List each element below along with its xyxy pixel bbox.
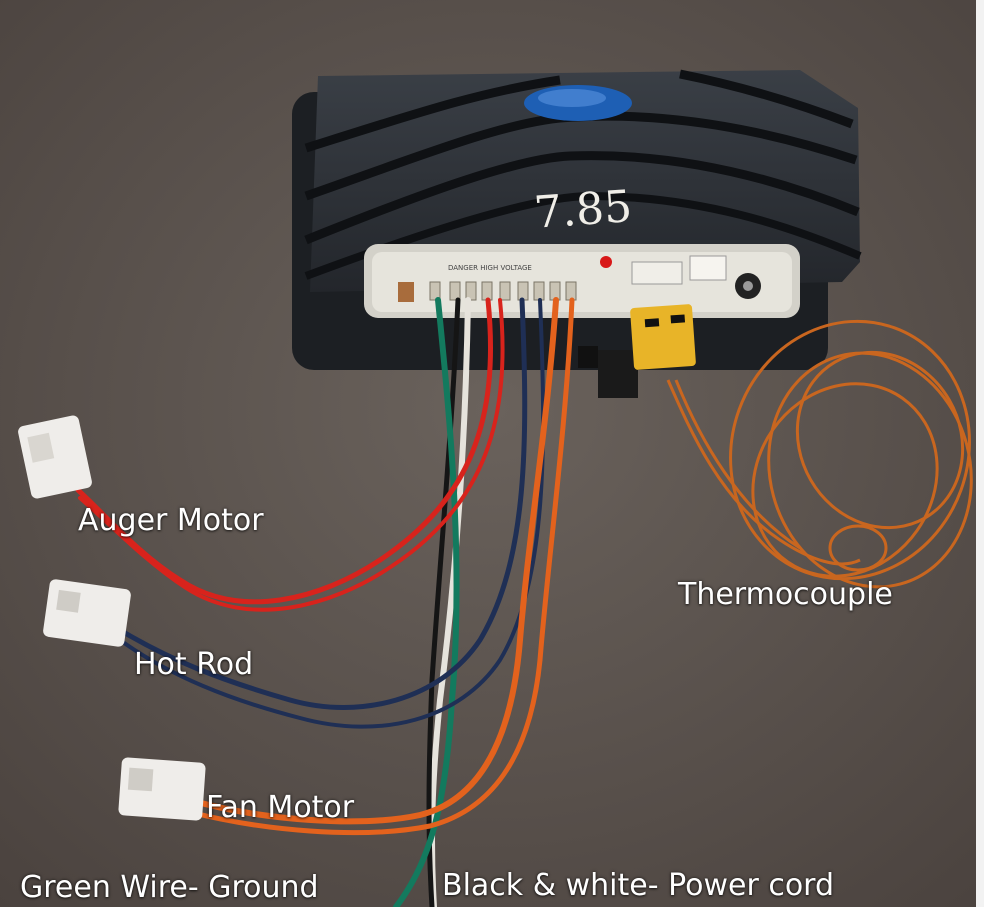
wires [75,297,575,907]
thermocouple-coil [666,319,973,589]
terminal-block [429,281,577,301]
label-thermocouple: Thermocouple [678,577,893,612]
label-power-cord: Black & white- Power cord [442,868,835,903]
thermocouple-connector [630,304,696,370]
image-right-border [976,0,984,907]
controller-housing: DANGER HIGH VOLTAGE 7.85 [292,69,862,370]
label-hot-rod: Hot Rod [134,647,254,682]
label-fan-motor: Fan Motor [206,790,355,825]
handwritten-number: 7.85 [532,181,633,239]
label-ground: Green Wire- Ground [20,870,319,905]
hot-rod-plug [43,579,131,647]
auger-motor-plug [18,415,92,499]
label-auger-motor: Auger Motor [78,503,264,538]
board-warning-text: DANGER HIGH VOLTAGE [448,264,532,272]
fan-motor-plug [118,757,206,821]
